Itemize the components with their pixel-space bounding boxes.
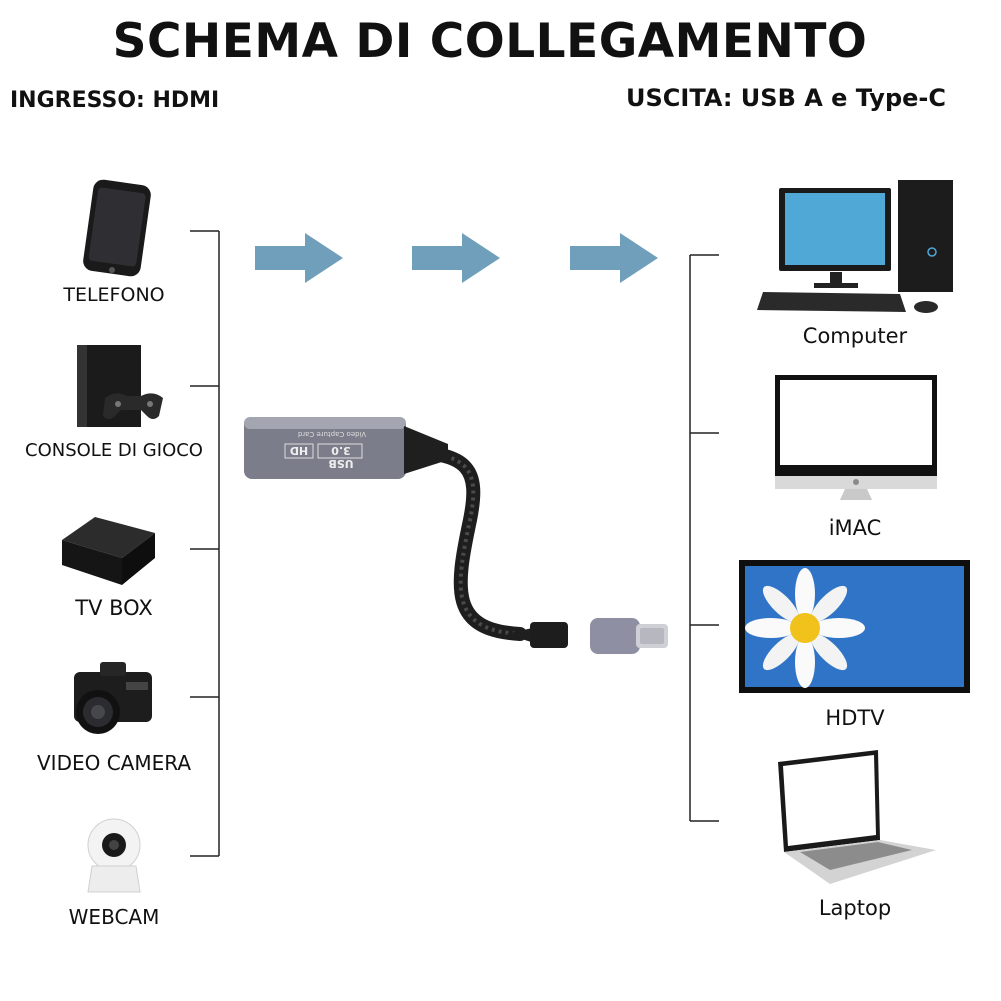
output-label: USCITA: USB A e Type-C [626,84,946,112]
flow-arrow-icon [255,233,343,283]
output-device-label: Laptop [818,896,892,920]
output-device-label: HDTV [825,706,885,730]
hdmi-capture-adapter-icon [244,417,668,654]
input-device-label: CONSOLE DI GIOCO [25,440,203,461]
hdtv-icon [739,560,970,693]
imac-icon [775,375,937,500]
desktop-computer-icon [757,180,953,313]
video-camera-icon [74,662,152,734]
input-bracket [190,230,220,857]
input-label: INGRESSO: HDMI [10,88,220,113]
adapter-badge: HD [289,444,309,457]
webcam-icon [87,818,141,893]
adapter-side-text: Video Capture Card [297,430,367,438]
game-console-icon [77,345,163,427]
flow-arrow-icon [412,233,500,283]
flow-arrow-icon [570,233,658,283]
input-device-label: TV BOX [75,596,153,620]
daisy-image [745,568,865,688]
output-bracket [689,254,719,822]
laptop-icon [778,750,936,884]
output-device-label: iMAC [828,516,882,540]
adapter-usb-text: USB 3.0 [328,444,354,470]
input-device-label: VIDEO CAMERA [36,751,192,775]
input-device-label: TELEFONO [63,284,165,306]
diagram-title: SCHEMA DI COLLEGAMENTO [112,14,868,69]
output-device-label: Computer [802,324,908,348]
input-device-label: WEBCAM [68,905,160,929]
tv-box-icon [62,517,155,585]
smartphone-icon [83,179,151,277]
